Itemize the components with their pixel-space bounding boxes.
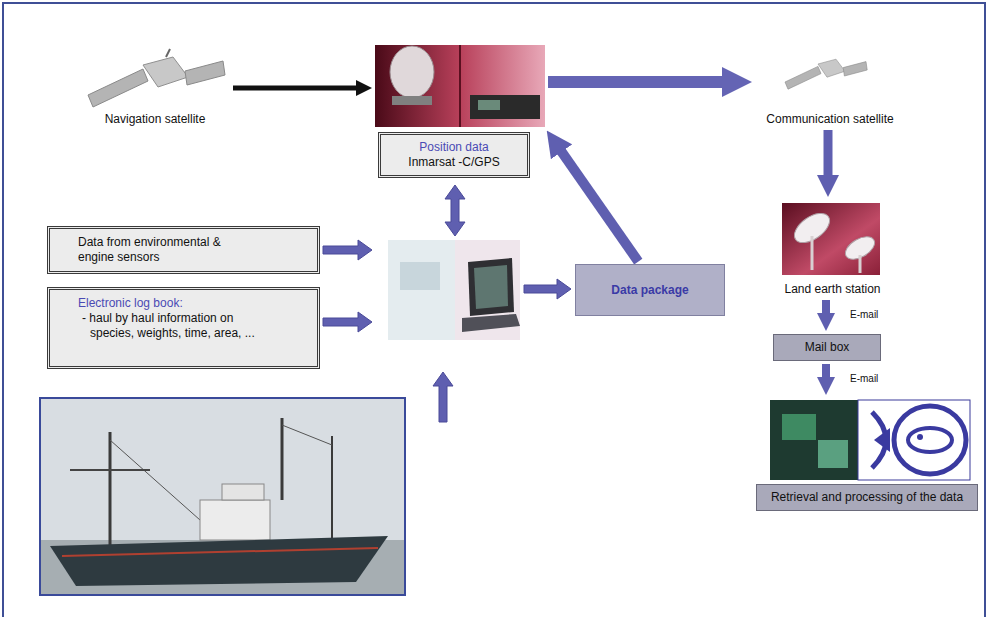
solar-panel — [785, 66, 821, 89]
satellite-node: Navigation satellite — [80, 52, 230, 127]
logo-ring — [894, 406, 966, 474]
block-arrows — [323, 185, 571, 422]
photo-ground — [782, 203, 880, 275]
node-text: Inmarsat -C/GPS — [387, 155, 521, 170]
logo-eye — [917, 434, 923, 440]
node-text: Navigation satellite — [80, 112, 230, 127]
connector-arrow — [233, 86, 358, 91]
satellite-picture — [88, 49, 225, 107]
earth-station-node: Land earth station — [770, 200, 895, 297]
connector-arrow — [824, 130, 833, 177]
photo-frame — [40, 398, 405, 595]
satellite-node: Communication satellite — [755, 52, 905, 127]
superstructure — [200, 500, 270, 540]
earth-station-photo — [782, 203, 880, 275]
retrieval-picture — [770, 400, 970, 480]
mast — [109, 432, 112, 546]
logo-fish — [908, 428, 952, 452]
mast — [331, 436, 333, 540]
block-arrow — [323, 240, 372, 260]
hull-stripe — [62, 548, 378, 556]
terminal-photo — [375, 45, 545, 127]
mailbox-box: Mail box — [773, 334, 881, 361]
node-text: Retrieval and processing of the data — [761, 490, 973, 505]
hull — [50, 536, 388, 586]
satellite-picture — [785, 59, 867, 89]
logo-mark — [874, 428, 890, 452]
wheelhouse — [222, 484, 264, 500]
block-arrow — [323, 312, 372, 332]
retrieval-node: Retrieval and processing of the data — [756, 398, 978, 511]
photo-detail — [782, 414, 816, 440]
photo-ground — [455, 240, 520, 340]
edge-label: E-mail — [848, 309, 880, 321]
label-box: Retrieval and processing of the data — [756, 484, 978, 511]
boom — [70, 469, 150, 471]
photo-ground — [388, 240, 455, 340]
label-box: Position dataInmarsat -C/GPS — [378, 132, 530, 178]
computer-photo — [388, 240, 520, 340]
logbook-box: Electronic log book:- haul by haul infor… — [47, 287, 320, 369]
dome-base — [392, 96, 432, 105]
block-arrow — [524, 279, 571, 299]
solar-panel — [88, 69, 148, 107]
double-arrow — [445, 185, 465, 236]
rigging — [110, 440, 200, 520]
antenna-dome — [390, 46, 434, 98]
node-text: Mail box — [778, 340, 876, 355]
node-text: Land earth station — [770, 282, 895, 297]
sensor-box: Data from environmental & engine sensors — [47, 226, 320, 274]
laptop-screen — [468, 258, 514, 316]
node-text: Data from environmental & engine sensors — [78, 235, 257, 265]
node-text: Electronic log book: — [78, 296, 257, 311]
dish-stand — [811, 236, 814, 270]
photo-detail — [400, 262, 440, 290]
terminal-display — [478, 100, 500, 110]
laptop-display — [474, 265, 508, 309]
connector-arrow — [560, 150, 638, 262]
connector-arrow — [548, 76, 725, 88]
ship-photo — [40, 398, 405, 595]
node-text: Data package — [611, 283, 688, 298]
antenna — [166, 49, 170, 57]
mast — [281, 418, 284, 500]
photo-divider — [459, 45, 461, 127]
satellite-body — [143, 57, 188, 87]
data-package-box: Data package — [575, 264, 725, 316]
frame-line — [3, 3, 985, 617]
photo-ground — [375, 45, 545, 127]
block-arrow — [433, 372, 453, 422]
photo-detail — [818, 440, 848, 468]
node-text: Position data — [387, 140, 521, 155]
edge-label: E-mail — [848, 373, 880, 385]
node-text: - haul by haul information on species, w… — [78, 311, 257, 341]
node-text: Communication satellite — [755, 112, 905, 127]
laptop-base — [462, 314, 520, 332]
connector-arrow — [822, 300, 830, 315]
satellite-body — [818, 59, 845, 77]
solar-panel — [185, 61, 225, 85]
connector-arrow — [822, 364, 830, 379]
logo-ground — [858, 400, 970, 480]
photo-ground — [770, 400, 858, 480]
solar-panel — [843, 62, 867, 76]
terminal-device — [470, 95, 540, 119]
rigging — [282, 425, 332, 445]
terminal-node: Position dataInmarsat -C/GPS — [375, 45, 545, 178]
dish-stand — [859, 255, 862, 273]
